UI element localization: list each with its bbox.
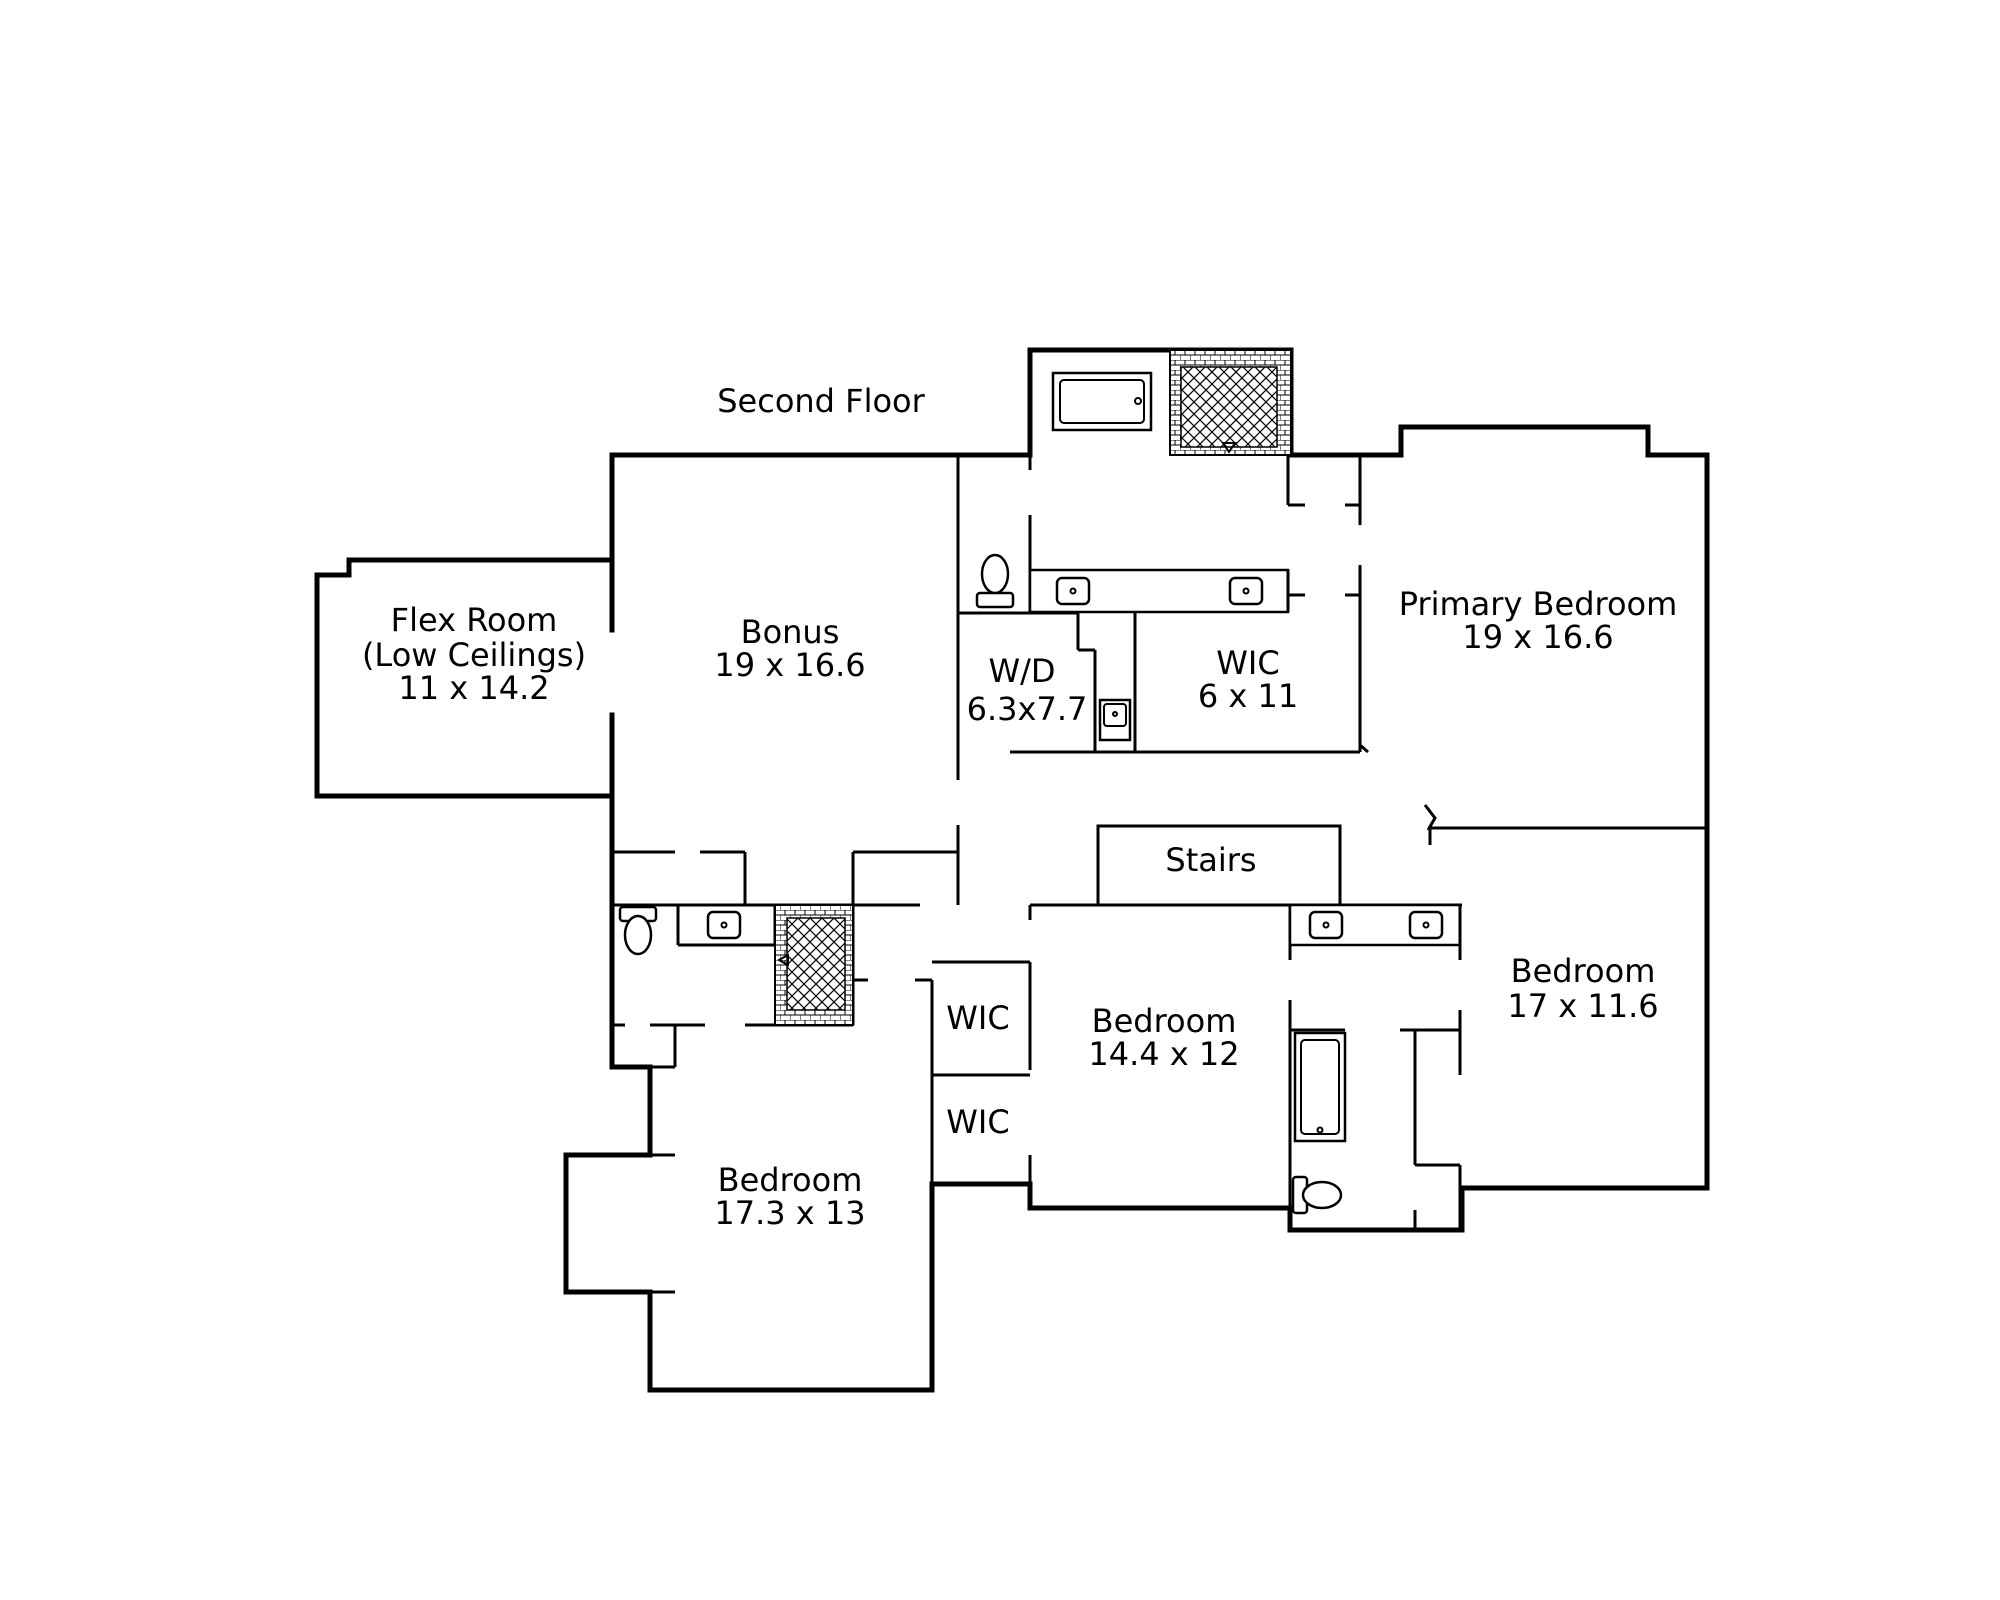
room-note: (Low Ceilings) xyxy=(362,636,586,674)
room-bedroom-southwest: Bedroom 17.3 x 13 xyxy=(714,1161,865,1232)
room-name: Bedroom xyxy=(1511,952,1656,990)
room-name: Stairs xyxy=(1165,841,1256,879)
room-wic-upper: WIC xyxy=(946,999,1009,1037)
room-name: WIC xyxy=(946,999,1009,1037)
room-dims: 11 x 14.2 xyxy=(398,669,549,707)
exterior-walls xyxy=(314,347,1710,1393)
room-stairs: Stairs xyxy=(1165,841,1256,879)
room-wd: W/D 6.3x7.7 xyxy=(967,652,1088,728)
room-name: W/D xyxy=(988,652,1055,690)
room-wic-lower: WIC xyxy=(946,1103,1009,1141)
room-bedroom-middle: Bedroom 14.4 x 12 xyxy=(1088,1002,1239,1073)
room-bedroom-east: Bedroom 17 x 11.6 xyxy=(1507,952,1658,1025)
room-name: Bedroom xyxy=(1092,1002,1237,1040)
room-flex: Flex Room (Low Ceilings) 11 x 14.2 xyxy=(362,601,586,707)
sinks-primary-bath xyxy=(1055,576,1264,606)
room-dims: 6.3x7.7 xyxy=(967,690,1088,728)
shower-north xyxy=(1169,349,1292,456)
room-name: WIC xyxy=(946,1103,1009,1141)
room-name: Bedroom xyxy=(718,1161,863,1199)
room-dims: 19 x 16.6 xyxy=(1462,618,1613,656)
bathtub-north xyxy=(1051,371,1153,432)
room-dims: 17 x 11.6 xyxy=(1507,987,1658,1025)
room-primary-bedroom: Primary Bedroom 19 x 16.6 xyxy=(1399,585,1678,656)
room-wic-primary: WIC 6 x 11 xyxy=(1198,644,1298,715)
room-bonus: Bonus 19 x 16.6 xyxy=(714,613,865,684)
room-name: Flex Room xyxy=(391,601,558,639)
west-bath-fixtures xyxy=(618,904,854,1026)
room-dims: 17.3 x 13 xyxy=(714,1194,865,1232)
room-name: Primary Bedroom xyxy=(1399,585,1678,623)
room-name: Bonus xyxy=(741,613,840,651)
room-dims: 14.4 x 12 xyxy=(1088,1035,1239,1073)
laundry-sink xyxy=(1098,698,1132,742)
jack-jill-bath-fixtures xyxy=(1291,910,1444,1215)
floor-title: Second Floor xyxy=(717,382,925,420)
room-dims: 6 x 11 xyxy=(1198,677,1298,715)
toilet-primary-bath xyxy=(975,553,1015,609)
room-dims: 19 x 16.6 xyxy=(714,646,865,684)
room-name: WIC xyxy=(1216,644,1279,682)
